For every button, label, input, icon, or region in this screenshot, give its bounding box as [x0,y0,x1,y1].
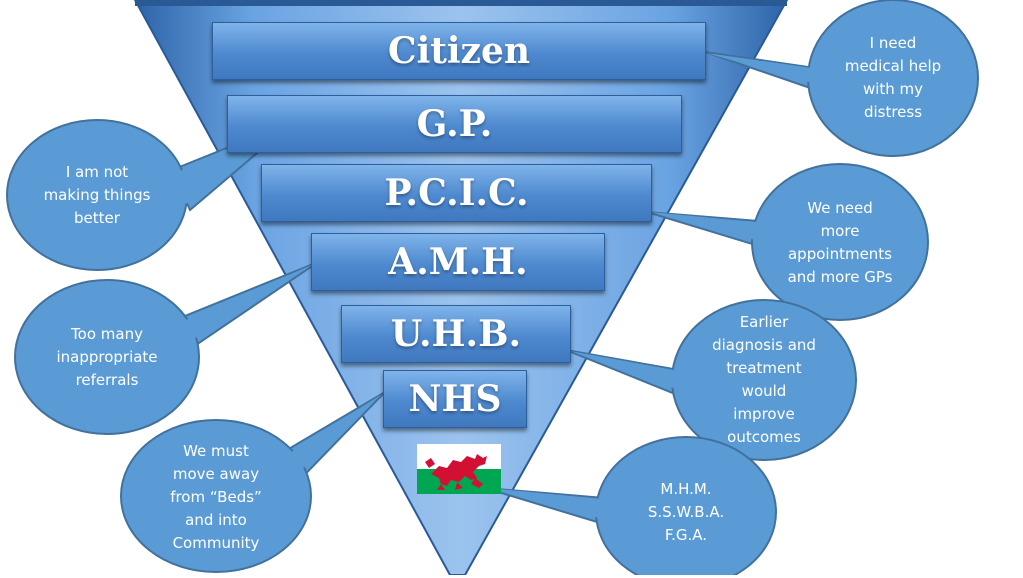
bubble-referrals: Too many inappropriate referrals [56,324,158,389]
triangle-top-edge [135,0,787,6]
bubble-not-better: I am not making things better [43,162,151,227]
welsh-flag-icon [417,444,501,494]
bubble-shape-acronyms [484,436,777,575]
bubble-shape-referrals [14,261,319,435]
bubble-distress: I need medical help with my distress [844,34,942,121]
level-gp: G.P. [227,95,682,153]
level-pcic: P.C.I.C. [261,164,652,222]
bubble-shape-distress [704,0,979,157]
bubble-outcomes: Earlier diagnosis and treatment would im… [712,313,816,446]
bubble-shape-outcomes [565,299,857,461]
bubble-shape-appointments [646,163,929,321]
bubble-community: We must move away from “Beds” and into C… [170,441,262,552]
bubble-appointments: We need more appointments and more GPs [787,199,893,286]
bubble-acronyms: M.H.M. S.S.W.B.A. F.G.A. [647,479,725,544]
level-amh: A.M.H. [311,233,605,291]
bubble-shape-community [120,391,386,573]
level-citizen: Citizen [212,22,706,80]
level-nhs: NHS [383,370,527,428]
level-uhb: U.H.B. [341,305,571,363]
